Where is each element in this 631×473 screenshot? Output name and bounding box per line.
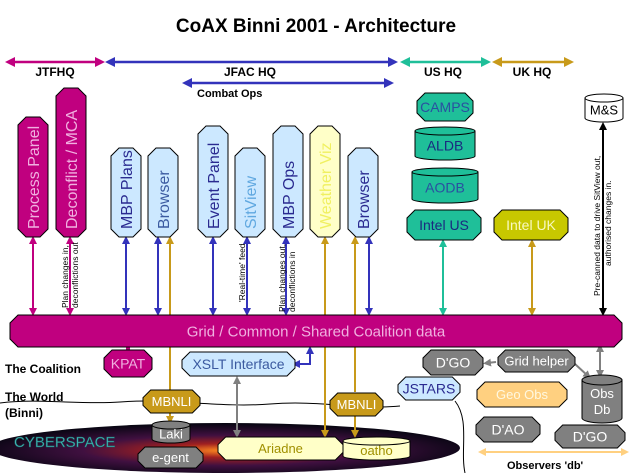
note-ms-1: Pre-canned data to drive SitView out,	[592, 156, 602, 296]
component-label: Deconflict / MCA	[64, 110, 81, 229]
component-weather[interactable]: Weather Viz	[309, 125, 341, 238]
component-label: Event Panel	[206, 143, 223, 229]
component-mbp-plans[interactable]: MBP Plans	[110, 147, 142, 238]
component-intel-us[interactable]: Intel US	[406, 209, 482, 241]
component-label: Grid / Common / Shared Coalition data	[187, 323, 446, 340]
component-label: M&S	[590, 103, 619, 118]
component-label: SitView	[243, 175, 260, 229]
note-deconflict-1: Plan changes in,	[60, 245, 70, 308]
component-ariadne[interactable]: Ariadne	[217, 436, 344, 461]
component-label: Weather Viz	[318, 142, 335, 229]
component-browser2[interactable]: Browser	[347, 147, 379, 238]
component-kpat[interactable]: KPAT	[103, 349, 153, 378]
page-title: CoAX Binni 2001 - Architecture	[176, 16, 456, 37]
component-ms[interactable]: M&S	[584, 93, 624, 123]
note-ms-2: authorised changes in.	[603, 180, 613, 266]
component-label: Laki	[159, 427, 183, 442]
component-browser1[interactable]: Browser	[147, 147, 179, 238]
component-oatho[interactable]: oatho	[342, 436, 411, 461]
component-label: AODB	[425, 180, 465, 196]
component-camps[interactable]: CAMPS	[416, 92, 474, 122]
component-label: MBNLI	[152, 394, 192, 409]
observer-boundary	[454, 400, 466, 473]
component-event-panel[interactable]: Event Panel	[197, 125, 229, 238]
component-dgo1[interactable]: D'GO	[422, 349, 484, 376]
note-realtime: 'Real-time' feed	[237, 243, 247, 302]
component-label: D'GO	[436, 355, 471, 371]
component-sitview[interactable]: SitView	[234, 147, 266, 238]
component-label: Browser	[156, 170, 173, 229]
component-mbp-ops[interactable]: MBP Ops	[272, 125, 304, 238]
component-egent[interactable]: e-gent	[137, 446, 204, 469]
component-mbnli1[interactable]: MBNLI	[142, 389, 201, 414]
component-label: KPAT	[111, 356, 146, 372]
component-label: oatho	[360, 443, 393, 458]
component-deconflict[interactable]: Deconflict / MCA	[55, 87, 87, 238]
component-dgo2[interactable]: D'GO	[554, 424, 626, 449]
component-label: MBNLI	[337, 397, 377, 412]
component-label: Obs	[590, 386, 614, 401]
component-label: Grid helper	[504, 354, 569, 369]
component-label: Browser	[356, 170, 373, 229]
connectors	[29, 122, 629, 456]
component-label: Ariadne	[258, 441, 303, 456]
component-label: D'AO	[491, 422, 524, 438]
component-grid[interactable]: Grid / Common / Shared Coalition data	[9, 314, 623, 348]
component-jstars[interactable]: JSTARS	[397, 376, 461, 401]
note-mbpops-2: deconflictions in	[287, 251, 297, 312]
header-us: US HQ	[424, 65, 462, 79]
component-label: ALDB	[427, 138, 464, 154]
component-geo-obs[interactable]: Geo Obs	[476, 381, 568, 408]
region-coalition: The Coalition	[5, 362, 81, 376]
component-label: Process Panel	[26, 126, 43, 229]
header-arrows	[5, 57, 574, 88]
component-label: D'GO	[573, 429, 608, 445]
component-process-panel[interactable]: Process Panel	[17, 116, 49, 238]
component-aodb[interactable]: AODB	[411, 167, 479, 204]
component-label: MBP Ops	[281, 161, 298, 229]
component-label: Db	[594, 402, 611, 417]
component-label: JSTARS	[403, 381, 456, 397]
component-grid-helper[interactable]: Grid helper	[497, 349, 576, 373]
component-label: Geo Obs	[496, 387, 549, 402]
component-label: e-gent	[152, 450, 189, 465]
component-intel-uk[interactable]: Intel UK	[493, 209, 569, 241]
region-observers: Observers 'db'	[507, 460, 584, 472]
region-binni: (Binni)	[5, 406, 43, 420]
region-cyberspace: CYBERSPACE	[14, 434, 115, 451]
component-xslt[interactable]: XSLT Interface	[181, 351, 296, 377]
header-uk: UK HQ	[513, 65, 552, 79]
note-deconflict-2: deconflictions out	[70, 242, 80, 308]
component-label: Intel UK	[506, 217, 556, 233]
component-label: XSLT Interface	[192, 356, 284, 372]
component-label: CAMPS	[420, 99, 470, 115]
header-combat-ops: Combat Ops	[197, 88, 262, 100]
region-world: The World	[5, 390, 63, 404]
component-label: MBP Plans	[119, 150, 136, 229]
component-laki[interactable]: Laki	[151, 420, 191, 444]
note-mbpops-1: Plan changes out,	[277, 244, 287, 312]
header-jfac: JFAC HQ	[224, 65, 276, 79]
component-aldb[interactable]: ALDB	[414, 126, 476, 161]
component-label: Intel US	[419, 217, 469, 233]
header-jtfhq: JTFHQ	[35, 65, 74, 79]
component-dao[interactable]: D'AO	[475, 416, 541, 443]
component-mbnli2[interactable]: MBNLI	[329, 392, 384, 417]
